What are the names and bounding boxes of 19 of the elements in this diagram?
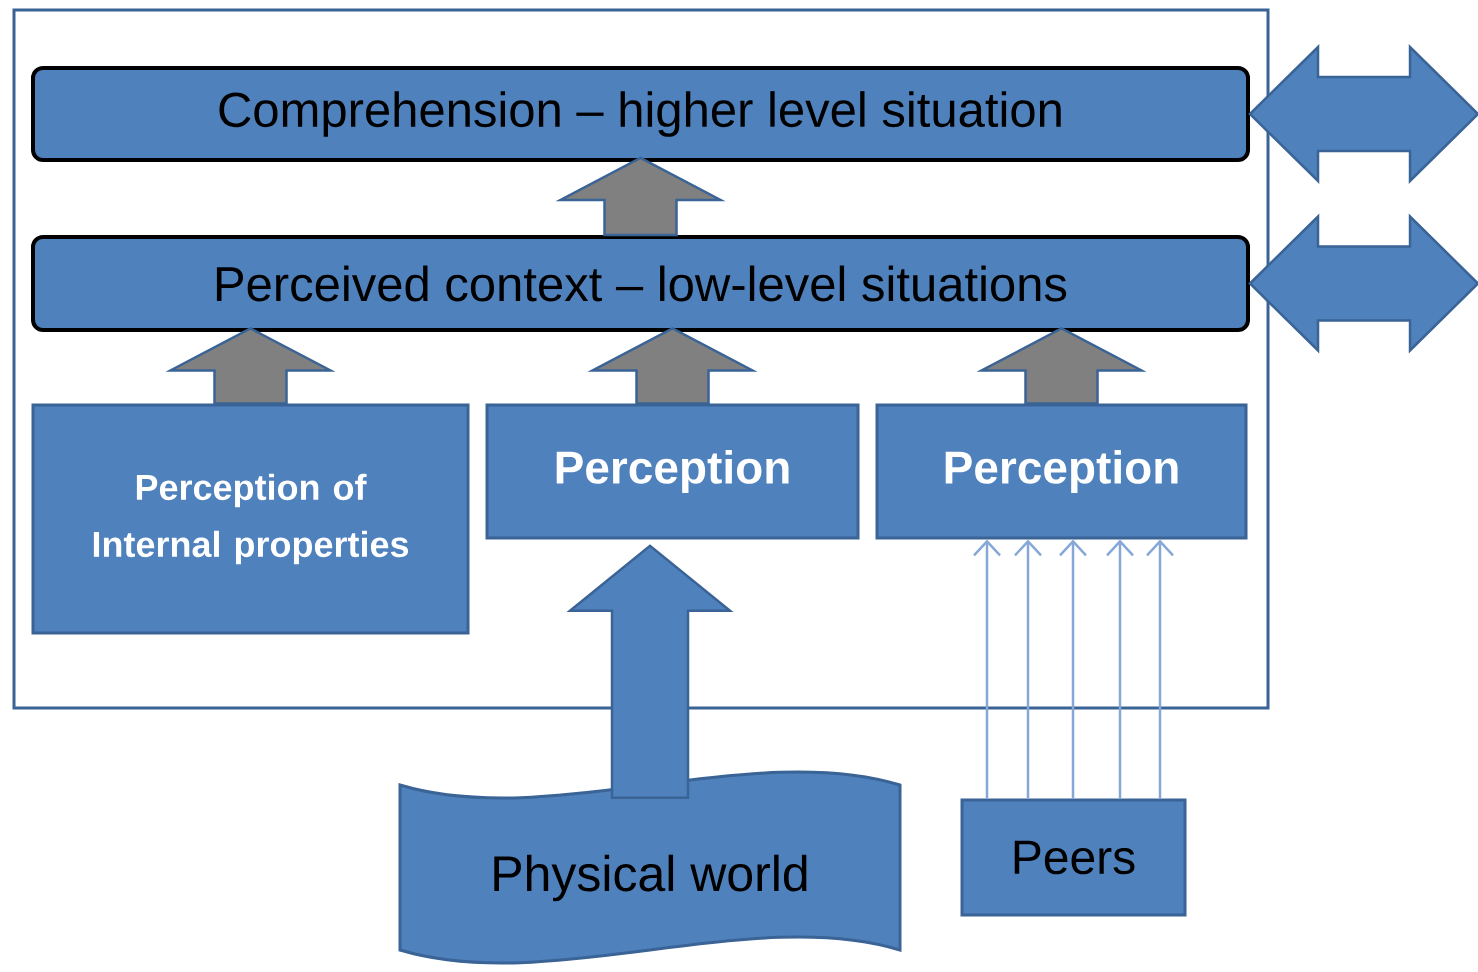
level-band: Comprehension – higher level situation bbox=[31, 66, 1250, 162]
double-block-arrow bbox=[1248, 44, 1478, 184]
block-arrow bbox=[165, 327, 336, 405]
arrow bbox=[1059, 539, 1087, 799]
process-box: Perception bbox=[875, 403, 1248, 540]
arrow bbox=[1014, 539, 1042, 799]
frame-box bbox=[12, 8, 1270, 710]
block-arrow bbox=[976, 327, 1147, 405]
arrow bbox=[1106, 539, 1134, 799]
block-arrow bbox=[587, 327, 758, 405]
block-arrow bbox=[566, 544, 734, 800]
block-arrow bbox=[555, 156, 726, 237]
arrow bbox=[1146, 539, 1174, 799]
double-block-arrow bbox=[1248, 213, 1478, 354]
process-box: Peers bbox=[960, 798, 1187, 917]
level-band: Perceived context – low-level situations bbox=[31, 235, 1250, 332]
process-box: Perception bbox=[485, 403, 860, 540]
arrow bbox=[973, 539, 1001, 799]
process-box: Perception of Internal properties bbox=[31, 403, 470, 635]
